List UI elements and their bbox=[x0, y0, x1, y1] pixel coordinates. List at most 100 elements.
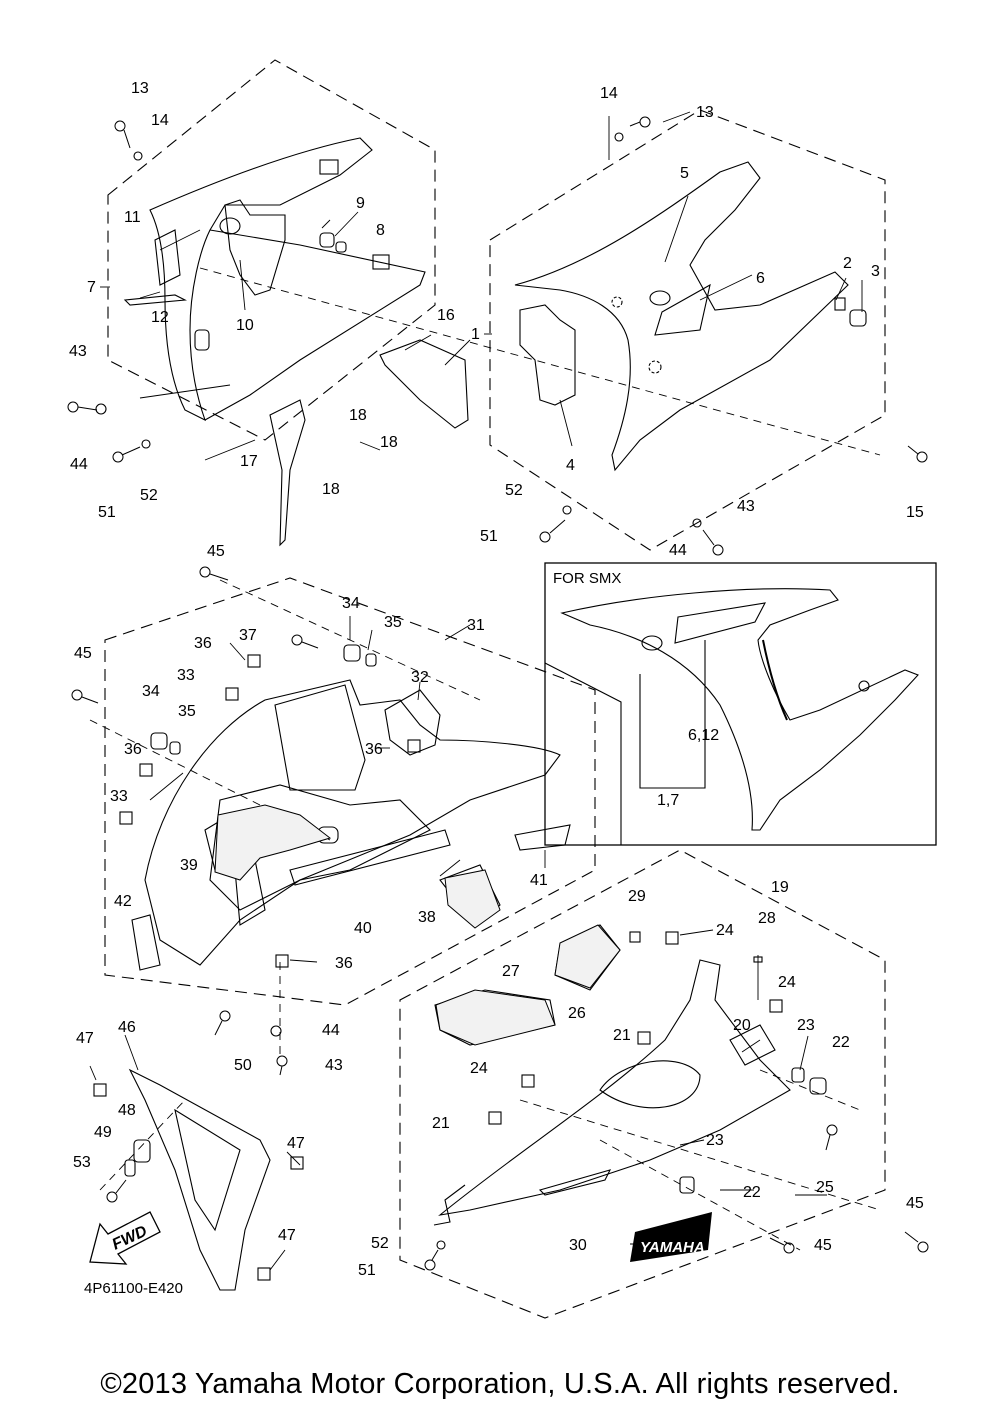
callout-47: 47 bbox=[287, 1135, 305, 1152]
callout-22: 22 bbox=[832, 1034, 850, 1051]
callout-18: 18 bbox=[349, 407, 367, 424]
bracket-16 bbox=[379, 339, 469, 429]
bracket-drawing bbox=[124, 1068, 271, 1291]
callout-33: 33 bbox=[110, 788, 128, 805]
callout-43: 43 bbox=[69, 343, 87, 360]
callout-45: 45 bbox=[906, 1195, 924, 1212]
yamaha-decal bbox=[630, 1212, 712, 1262]
callout-9: 9 bbox=[356, 195, 365, 212]
callout-17: 17 bbox=[240, 453, 258, 470]
inset-title: FOR SMX bbox=[553, 570, 622, 587]
callout-26: 26 bbox=[568, 1005, 586, 1022]
callout-20: 20 bbox=[733, 1017, 751, 1034]
callout-32: 32 bbox=[411, 669, 429, 686]
bracket-17 bbox=[269, 399, 306, 547]
callout-23: 23 bbox=[706, 1132, 724, 1149]
callout-43: 43 bbox=[737, 498, 755, 515]
callout-52: 52 bbox=[140, 487, 158, 504]
callout-47: 47 bbox=[278, 1227, 296, 1244]
callout-44: 44 bbox=[322, 1022, 340, 1039]
callout-33: 33 bbox=[177, 667, 195, 684]
callout-19: 19 bbox=[771, 879, 789, 896]
callout-51: 51 bbox=[480, 528, 498, 545]
callout-40: 40 bbox=[354, 920, 372, 937]
group-box-left-side-cowl bbox=[107, 59, 436, 441]
leader-lines bbox=[89, 111, 863, 1271]
group-box-upper-lower-cowl bbox=[104, 577, 596, 1006]
callout-34: 34 bbox=[142, 683, 160, 700]
callout-36: 36 bbox=[194, 635, 212, 652]
callout-45: 45 bbox=[207, 543, 225, 560]
right-side-cowl-drawing bbox=[514, 161, 867, 472]
callout-24: 24 bbox=[778, 974, 796, 991]
callout-8: 8 bbox=[376, 222, 385, 239]
callout-5: 5 bbox=[680, 165, 689, 182]
callout-24: 24 bbox=[716, 922, 734, 939]
callout-51: 51 bbox=[98, 504, 116, 521]
callout-3: 3 bbox=[871, 263, 880, 280]
group-box-right-side-cowl bbox=[489, 109, 886, 551]
callout-6: 6 bbox=[756, 270, 765, 287]
callout-44: 44 bbox=[669, 542, 687, 559]
callout-51: 51 bbox=[358, 1262, 376, 1279]
foam-pads bbox=[214, 804, 621, 1046]
yamaha-decal-text: YAMAHA bbox=[640, 1239, 705, 1256]
inset-box-smx bbox=[544, 562, 937, 846]
callout-46: 46 bbox=[118, 1019, 136, 1036]
callout-21: 21 bbox=[613, 1027, 631, 1044]
callout-38: 38 bbox=[418, 909, 436, 926]
callout-1: 1 bbox=[471, 326, 480, 343]
callout-39: 39 bbox=[180, 857, 198, 874]
callout-30: 30 bbox=[569, 1237, 587, 1254]
callout-52: 52 bbox=[371, 1235, 389, 1252]
callout-28: 28 bbox=[758, 910, 776, 927]
callout-44: 44 bbox=[70, 456, 88, 473]
callout-34: 34 bbox=[342, 595, 360, 612]
copyright-footer: ©2013 Yamaha Motor Corporation, U.S.A. A… bbox=[100, 1368, 900, 1400]
inset-callout-6-12: 6,12 bbox=[688, 727, 719, 744]
callout-12: 12 bbox=[151, 309, 169, 326]
callout-14: 14 bbox=[151, 112, 169, 129]
callout-4: 4 bbox=[566, 457, 575, 474]
callout-29: 29 bbox=[628, 888, 646, 905]
callout-16: 16 bbox=[437, 307, 455, 324]
callout-49: 49 bbox=[94, 1124, 112, 1141]
callout-25: 25 bbox=[816, 1179, 834, 1196]
callout-labels: 13 14 11 7 12 10 9 8 43 44 51 52 16 17 1… bbox=[69, 80, 924, 1279]
clips bbox=[93, 654, 783, 1281]
assembly-dashed-lines bbox=[89, 267, 881, 1251]
inset-callout-1-7: 1,7 bbox=[657, 792, 679, 809]
callout-27: 27 bbox=[502, 963, 520, 980]
callout-36: 36 bbox=[335, 955, 353, 972]
callout-24: 24 bbox=[470, 1060, 488, 1077]
callout-2: 2 bbox=[843, 255, 852, 272]
callout-13: 13 bbox=[696, 104, 714, 121]
callout-45: 45 bbox=[74, 645, 92, 662]
under-cowl-drawing bbox=[433, 924, 827, 1226]
callout-11: 11 bbox=[124, 209, 141, 226]
left-side-cowl-drawing bbox=[123, 137, 426, 422]
callout-35: 35 bbox=[384, 614, 402, 631]
callout-7: 7 bbox=[87, 279, 96, 296]
callout-36: 36 bbox=[365, 741, 383, 758]
callout-41: 41 bbox=[530, 872, 548, 889]
callout-22: 22 bbox=[743, 1184, 761, 1201]
washers bbox=[95, 132, 702, 1250]
callout-47: 47 bbox=[76, 1030, 94, 1047]
callout-37: 37 bbox=[239, 627, 257, 644]
callout-13: 13 bbox=[131, 80, 149, 97]
callout-10: 10 bbox=[236, 317, 254, 334]
callout-53: 53 bbox=[73, 1154, 91, 1171]
callout-14: 14 bbox=[600, 85, 618, 102]
callout-52: 52 bbox=[505, 482, 523, 499]
fwd-arrow-icon bbox=[89, 1211, 161, 1265]
callout-35: 35 bbox=[178, 703, 196, 720]
bolts bbox=[67, 116, 929, 1271]
callout-45: 45 bbox=[814, 1237, 832, 1254]
callout-18: 18 bbox=[322, 481, 340, 498]
callout-48: 48 bbox=[118, 1102, 136, 1119]
inset-cowl-drawing bbox=[560, 588, 919, 831]
callout-18: 18 bbox=[380, 434, 398, 451]
diagram-code: 4P61100-E420 bbox=[84, 1280, 183, 1297]
